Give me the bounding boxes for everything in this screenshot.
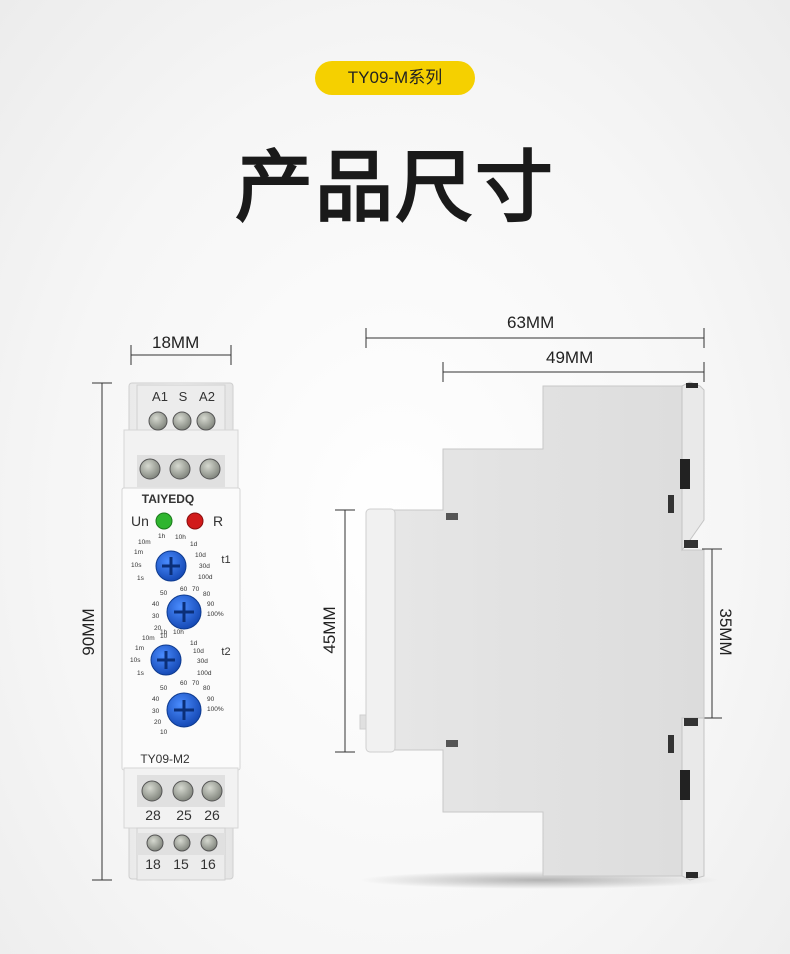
terminal-16: 16 (200, 856, 216, 872)
svg-text:60: 60 (180, 680, 188, 687)
svg-text:10h: 10h (173, 629, 184, 636)
svg-text:1d: 1d (190, 640, 198, 647)
svg-text:1h: 1h (158, 533, 166, 540)
bottom-screws-row1 (141, 780, 223, 802)
svg-text:30d: 30d (197, 658, 208, 665)
svg-text:10d: 10d (193, 648, 204, 655)
svg-text:1s: 1s (137, 575, 145, 582)
svg-text:1d: 1d (190, 541, 198, 548)
percent-scale-1: 50 60 70 80 40 90 30 100% 20 10 (152, 586, 224, 640)
svg-text:60: 60 (180, 586, 188, 593)
terminal-18: 18 (145, 856, 161, 872)
front-width-label: 18MM (152, 333, 200, 352)
brand-logo: TAIYEDQ (142, 492, 194, 506)
svg-text:20: 20 (154, 625, 162, 632)
svg-text:50: 50 (160, 685, 168, 692)
led-un-label: Un (131, 513, 149, 529)
svg-text:100d: 100d (197, 670, 212, 677)
svg-text:30: 30 (152, 613, 160, 620)
side-body-depth-dimension (442, 362, 705, 382)
svg-text:1h: 1h (160, 629, 168, 636)
svg-text:80: 80 (203, 685, 211, 692)
svg-text:40: 40 (152, 601, 160, 608)
svg-text:10s: 10s (130, 657, 141, 664)
svg-text:10m: 10m (138, 539, 151, 546)
side-front-height-dimension (335, 509, 355, 753)
svg-text:40: 40 (152, 696, 160, 703)
series-badge: TY09-M系列 (315, 61, 475, 95)
svg-text:10h: 10h (175, 534, 186, 541)
led-r-label: R (213, 513, 223, 529)
svg-text:90: 90 (207, 601, 215, 608)
terminal-label-s: S (179, 389, 188, 404)
svg-text:70: 70 (192, 680, 200, 687)
led-red-icon (186, 512, 204, 530)
svg-text:90: 90 (207, 696, 215, 703)
svg-text:10: 10 (160, 633, 168, 640)
terminal-label-a1: A1 (152, 389, 168, 404)
terminal-15: 15 (173, 856, 189, 872)
top-screws-row2 (139, 458, 221, 480)
terminal-25: 25 (176, 807, 192, 823)
svg-text:80: 80 (203, 591, 211, 598)
svg-text:10s: 10s (131, 562, 142, 569)
side-rail-dimension (702, 548, 722, 719)
side-body-depth-label: 49MM (546, 348, 594, 367)
svg-text:20: 20 (154, 719, 162, 726)
knob-t2-label: t2 (221, 646, 230, 658)
terminal-26: 26 (204, 807, 220, 823)
page-title: 产品尺寸 (234, 143, 555, 233)
svg-text:100%: 100% (207, 706, 224, 713)
svg-text:10: 10 (160, 729, 168, 736)
terminal-label-a2: A2 (199, 389, 215, 404)
model-label: TY09-M2 (140, 752, 190, 766)
top-screws-row1 (148, 411, 216, 431)
svg-text:10m: 10m (142, 635, 155, 642)
svg-text:1s: 1s (137, 670, 145, 677)
bottom-screws-row2 (146, 834, 218, 852)
front-height-dimension (92, 382, 112, 881)
svg-text:30: 30 (152, 708, 160, 715)
front-width-dimension (130, 345, 232, 365)
side-total-depth-label: 63MM (507, 313, 555, 332)
svg-text:10d: 10d (195, 552, 206, 559)
led-green-icon (155, 512, 173, 530)
svg-text:30d: 30d (199, 563, 210, 570)
svg-text:1m: 1m (135, 645, 144, 652)
svg-text:100d: 100d (198, 574, 213, 581)
terminal-28: 28 (145, 807, 161, 823)
svg-text:100%: 100% (207, 611, 224, 618)
svg-text:1m: 1m (134, 549, 143, 556)
side-total-depth-dimension (365, 328, 705, 348)
side-view-device (359, 381, 720, 889)
svg-text:70: 70 (192, 586, 200, 593)
time-scale-1: 10m 1h 10h 1d 1m 10d 10s 30d 1s 100d (131, 533, 213, 582)
svg-text:50: 50 (160, 590, 168, 597)
knob-t1-label: t1 (221, 554, 230, 566)
time-scale-2: 10m 1h 10h 1d 1m 10d 10s 30d 1s 100d (130, 629, 212, 677)
percent-scale-2: 50 60 70 80 40 90 30 100% 20 10 (152, 680, 224, 736)
